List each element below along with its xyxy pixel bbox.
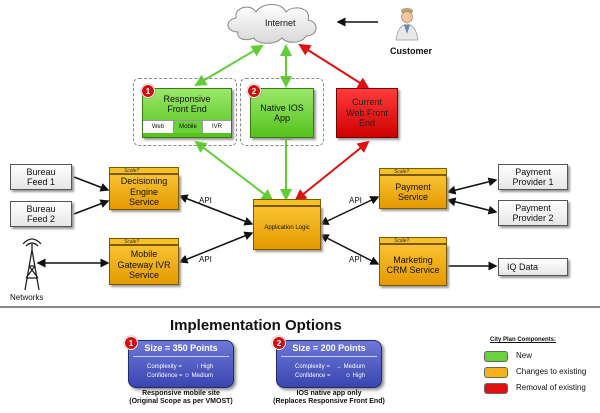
payment-provider-1: Payment Provider 1 xyxy=(498,164,568,190)
link-web-logic xyxy=(294,140,370,202)
option-1-caption-line2: (Original Scope as per VMOST) xyxy=(129,398,233,406)
link-decisioning-logic xyxy=(178,194,254,226)
option-2-caption-line2: (Replaces Responsive Front End) xyxy=(273,398,385,406)
option-2-caption: IOS native app only (Replaces Responsive… xyxy=(259,390,399,407)
responsive-front-end: Responsive Front End Web Mobile IVR xyxy=(142,88,232,138)
option-1-size: Size = 350 Points xyxy=(144,343,218,353)
option-2-confidence-value: ☺ High xyxy=(344,373,365,379)
sub-ivr: IVR xyxy=(203,120,231,133)
option-2-complexity-value: → Medium xyxy=(335,364,365,370)
bureau-feed-1: Bureau Feed 1 xyxy=(10,164,72,190)
ios-group-outline xyxy=(240,78,324,146)
iq-data: IQ Data xyxy=(498,258,568,276)
api-label-marketing: API xyxy=(349,255,362,264)
link-payment-provider1 xyxy=(446,177,498,195)
option-2-size: Size = 200 Points xyxy=(292,343,366,353)
legend-title: City Plan Components: xyxy=(490,337,557,343)
link-marketing-logic xyxy=(319,234,380,265)
link-mobile-logic xyxy=(178,231,254,264)
option-card-2: Size = 200 Points Complexity = → Medium C… xyxy=(276,340,382,388)
option-2-confidence-label: Confidence = xyxy=(295,373,331,379)
option-1-confidence-label: Confidence = xyxy=(147,373,183,379)
option-badge-1: 1 xyxy=(141,84,155,98)
radio-tower-icon xyxy=(22,238,42,291)
application-logic: Application Logic xyxy=(253,206,321,250)
api-label-payment: API xyxy=(349,196,362,205)
customer-label: Customer xyxy=(390,46,433,56)
marketing-crm-service: Marketing CRM Service xyxy=(379,244,447,286)
networks-label: Networks xyxy=(10,293,44,302)
responsive-front-end-label: Responsive Front End xyxy=(163,94,211,115)
scale-tag-marketing: Scale? xyxy=(379,237,447,244)
option-badge-2: 2 xyxy=(247,84,261,98)
api-label-mobile: API xyxy=(199,255,212,264)
link-bureau1 xyxy=(73,176,110,192)
scale-tag-mobile-gateway: Scale? xyxy=(109,238,179,245)
legend-label-removal: Removal of existing xyxy=(516,383,586,392)
option-card-badge-1: 1 xyxy=(124,336,138,350)
option-1-complexity-value: ↑ High xyxy=(195,364,213,370)
current-web-front-end: Current Web Front End xyxy=(336,88,398,138)
bureau-feed-2: Bureau Feed 2 xyxy=(10,201,72,227)
decisioning-engine-service: Decisioning Engine Service xyxy=(109,174,179,210)
customer-person-icon xyxy=(395,8,419,41)
internet-cloud xyxy=(227,4,317,44)
option-1-caption-line1: Responsive mobile site xyxy=(142,390,220,397)
native-ios-app: Native IOS App xyxy=(250,88,314,138)
responsive-group-outline xyxy=(133,78,237,146)
option-1-confidence-value: ☺ Medium xyxy=(183,373,213,379)
implementation-title: Implementation Options xyxy=(170,317,342,334)
option-card-badge-2: 2 xyxy=(272,336,286,350)
payment-provider-2: Payment Provider 2 xyxy=(498,200,568,226)
legend-swatch-changes xyxy=(484,367,508,378)
link-payment-logic xyxy=(319,196,380,225)
option-card-1: Size = 350 Points Complexity = ↑ High Con… xyxy=(128,340,234,388)
option-2-complexity-label: Complexity = xyxy=(295,364,330,370)
legend-swatch-removal xyxy=(484,383,508,394)
sub-web: Web xyxy=(143,120,173,133)
scale-tag-decisioning: Scale? xyxy=(109,167,179,174)
link-cloud-web xyxy=(298,43,370,90)
sub-mobile: Mobile xyxy=(173,120,203,133)
internet-label: Internet xyxy=(265,18,296,28)
scale-tag-payment: Scale? xyxy=(379,168,447,175)
option-1-caption: Responsive mobile site (Original Scope a… xyxy=(111,390,251,407)
app-logic-tag xyxy=(253,199,321,206)
legend-swatch-new xyxy=(484,351,508,362)
option-2-caption-line1: IOS native app only xyxy=(296,390,362,397)
legend-label-new: New xyxy=(516,351,533,360)
mobile-gateway-ivr-service: Mobile Gateway IVR Service xyxy=(109,245,179,285)
link-responsive-logic xyxy=(194,140,274,202)
link-payment-provider2 xyxy=(446,197,498,215)
option-1-complexity-label: Complexity = xyxy=(147,364,182,370)
link-bureau2 xyxy=(73,199,110,215)
legend-label-changes: Changes to existing xyxy=(516,367,587,376)
payment-service: Payment Service xyxy=(379,175,447,209)
api-label-decisioning: API xyxy=(199,196,212,205)
